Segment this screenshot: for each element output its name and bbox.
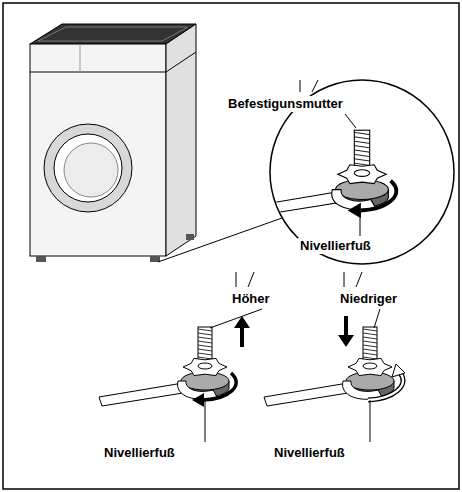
frame — [3, 3, 459, 489]
leader-line — [248, 272, 254, 287]
thread — [198, 341, 212, 343]
panel-line — [166, 52, 196, 72]
thread — [363, 349, 377, 351]
direction-label: Niedriger — [338, 291, 399, 307]
part-label: Nivellierfuß — [272, 445, 347, 461]
thread — [354, 137, 369, 139]
leader-line — [236, 272, 237, 287]
thread — [354, 159, 369, 161]
leveling-foot-assembly — [245, 130, 396, 218]
machine-front — [30, 44, 166, 256]
wrench — [99, 383, 183, 406]
thread — [363, 333, 377, 335]
panel-line — [30, 72, 166, 73]
leader-line — [345, 114, 356, 128]
thread — [198, 345, 212, 347]
machine-foot — [186, 234, 194, 240]
wrench-jaw — [343, 381, 382, 399]
machine-side — [166, 24, 196, 256]
arrow-head — [392, 364, 405, 377]
thread — [198, 353, 212, 355]
wrench-jaw — [178, 381, 217, 399]
machine-foot — [36, 256, 46, 262]
leader-line — [374, 309, 380, 328]
thread — [363, 345, 377, 347]
wrench-jaw — [332, 190, 375, 210]
door-ring — [44, 124, 132, 212]
thread — [198, 329, 212, 331]
leveling-foot-assembly — [99, 327, 236, 407]
leader-line — [205, 400, 206, 442]
machine-top-rim — [38, 27, 188, 41]
rotation-arrow — [203, 373, 236, 400]
thread — [363, 329, 377, 331]
up-arrow — [234, 316, 250, 347]
wrench — [245, 192, 337, 217]
thread — [363, 353, 377, 355]
washing-machine — [30, 24, 196, 262]
zoom-leader — [158, 218, 282, 262]
zoom-content — [245, 130, 396, 218]
threaded-bolt — [363, 327, 377, 371]
thread — [198, 337, 212, 339]
leader-line — [356, 272, 362, 287]
part-label: Nivellierfuß — [298, 238, 373, 254]
part-label: Befestigunsmutter — [226, 96, 345, 112]
rotation-arrow — [360, 181, 397, 211]
leader-line — [360, 213, 361, 236]
rotation-arrow — [368, 373, 403, 400]
nut-hole — [198, 363, 212, 369]
leveling-foot-assembly — [264, 327, 405, 406]
thread — [198, 349, 212, 351]
down-arrow — [338, 316, 354, 347]
leader-line — [312, 80, 318, 92]
leader-line — [370, 400, 371, 442]
nut-hole — [363, 363, 377, 369]
direction-label: Höher — [230, 291, 272, 307]
threaded-bolt — [354, 130, 369, 178]
nut-hole — [354, 170, 369, 177]
fixing-nut — [338, 165, 386, 184]
leader-line — [300, 80, 301, 92]
wrench — [264, 383, 348, 406]
fixing-nut — [183, 358, 227, 375]
part-label: Nivellierfuß — [102, 445, 177, 461]
rotation-arrow — [368, 373, 403, 400]
machine-foot — [150, 256, 160, 262]
fixing-nut — [348, 358, 392, 375]
thread — [363, 337, 377, 339]
leader-line — [210, 309, 262, 328]
thread — [198, 333, 212, 335]
leader-line — [344, 272, 345, 287]
door-inner — [64, 143, 118, 197]
thread — [354, 154, 369, 156]
thread — [354, 141, 369, 143]
thread — [363, 341, 377, 343]
arrow-head — [192, 393, 204, 407]
threaded-bolt — [198, 327, 212, 371]
arrow-head — [348, 203, 361, 218]
panel-divider — [80, 44, 81, 72]
thread — [354, 150, 369, 152]
door-glass — [54, 134, 122, 202]
thread — [354, 132, 369, 134]
thread — [354, 146, 369, 148]
